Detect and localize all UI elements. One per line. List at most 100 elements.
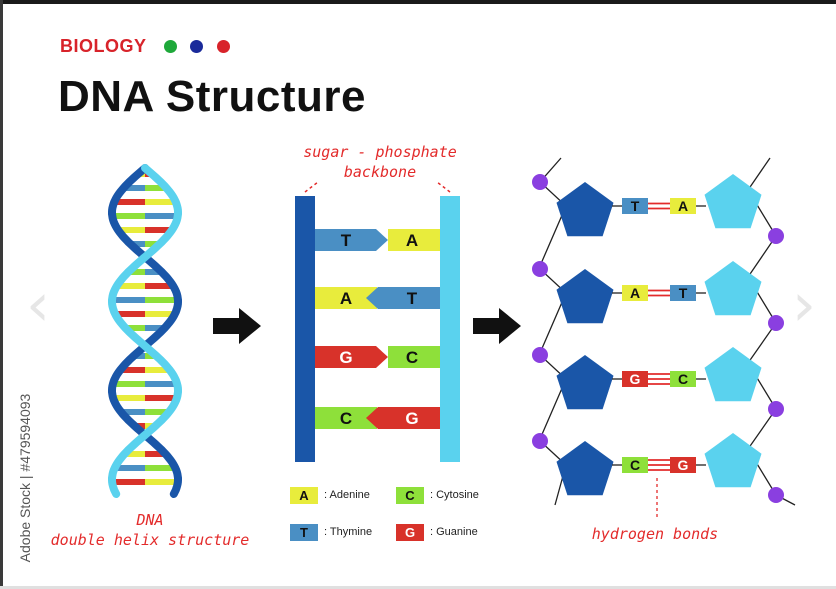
helix-strand-dark xyxy=(108,164,182,498)
phosphate-right xyxy=(768,487,784,503)
hydrogen-bonds-caption: hydrogen bonds xyxy=(591,525,719,543)
base-left xyxy=(315,407,377,429)
helix-rung-left xyxy=(124,451,145,457)
helix-rung-left xyxy=(130,241,145,247)
deoxyribose-dark xyxy=(556,269,614,324)
legend-key-adenine: A xyxy=(290,487,318,504)
phosphate-left xyxy=(532,261,548,277)
base-left xyxy=(622,198,648,214)
double-helix xyxy=(108,164,182,498)
base-right-letter: C xyxy=(678,371,688,387)
helix-rung-right xyxy=(145,241,160,247)
phosphate-right xyxy=(768,401,784,417)
helix-rung-right xyxy=(145,451,166,457)
helix-rung-left xyxy=(114,199,145,205)
helix-rung-right xyxy=(145,311,175,317)
right-backbone-line xyxy=(747,157,796,506)
base-left xyxy=(622,371,648,387)
right-arrow-icon xyxy=(473,308,521,344)
arrows xyxy=(213,308,521,344)
blue-dot xyxy=(190,40,203,53)
window-top-border xyxy=(0,0,836,4)
carousel-left-icon[interactable]: ‹ xyxy=(26,270,50,340)
helix-caption: DNA double helix structure xyxy=(50,510,250,550)
helix-rung-left xyxy=(112,213,145,219)
base-left-letter: T xyxy=(631,198,640,214)
helix-rung-right xyxy=(145,465,176,471)
backbone-dark-strand xyxy=(295,196,315,462)
helix-rung-left xyxy=(123,185,145,191)
base-left-letter: A xyxy=(340,289,352,308)
green-dot xyxy=(164,40,177,53)
base-left-letter: T xyxy=(341,231,352,250)
helix-rung-right xyxy=(145,479,178,485)
helix-caption-line1: DNA xyxy=(136,511,164,529)
helix-rung-left xyxy=(116,283,145,289)
deoxyribose-light xyxy=(704,174,762,229)
red-dot xyxy=(217,40,230,53)
base-right xyxy=(670,198,696,214)
base-right-letter: C xyxy=(406,348,418,367)
deoxyribose-dark xyxy=(556,182,614,237)
helix-rung-left xyxy=(113,395,145,401)
legend-label-thymine: : Thymine xyxy=(324,526,373,538)
helix-rung-right xyxy=(145,395,177,401)
helix-rung-left xyxy=(112,297,145,303)
helix-rung-right xyxy=(145,269,162,275)
deoxyribose-light xyxy=(704,261,762,316)
right-arrow-icon xyxy=(213,308,261,344)
helix-rung-left xyxy=(112,381,145,387)
legend-key-guanine: G xyxy=(396,524,424,541)
legend-label-guanine: : Guanine xyxy=(430,526,478,538)
helix-rung-right xyxy=(145,381,178,387)
base-left xyxy=(622,285,648,301)
base-left-letter: G xyxy=(339,348,352,367)
base-right xyxy=(388,229,440,251)
page-title: DNA Structure xyxy=(58,72,367,121)
helix-rung-left xyxy=(115,311,145,317)
helix-rung-left xyxy=(112,479,145,485)
phosphate-left xyxy=(532,347,548,363)
carousel-right-icon[interactable]: › xyxy=(792,270,816,340)
legend-key-cytosine: C xyxy=(396,487,424,504)
window-left-border xyxy=(0,0,3,589)
base-right-letter: T xyxy=(679,285,688,301)
base-right xyxy=(670,285,696,301)
backbone-label-line2: backbone xyxy=(343,163,417,181)
helix-rung-right xyxy=(145,227,172,233)
helix-rung-left xyxy=(128,269,145,275)
helix-rung-left xyxy=(118,227,145,233)
legend-label-adenine: : Adenine xyxy=(324,489,370,501)
backbone-label: sugar - phosphate backbone xyxy=(290,142,470,182)
helix-rung-left xyxy=(120,367,145,373)
helix-rung-left xyxy=(114,465,145,471)
base-left xyxy=(315,287,377,309)
deoxyribose-light xyxy=(704,347,762,402)
window-bottom-border xyxy=(0,586,836,589)
base-left-letter: C xyxy=(340,409,352,428)
helix-rung-right xyxy=(145,185,167,191)
phosphate-left xyxy=(532,174,548,190)
base-left-letter: A xyxy=(630,285,640,301)
base-right-letter: A xyxy=(406,231,418,250)
base-right-letter: G xyxy=(678,457,689,473)
deoxyribose-dark xyxy=(556,441,614,496)
legend-key-thymine: T xyxy=(290,524,318,541)
helix-strand-light xyxy=(108,164,182,498)
helix-rung-right xyxy=(145,283,174,289)
base-right xyxy=(366,287,440,309)
helix-rung-right xyxy=(145,325,165,331)
deoxyribose-dark xyxy=(556,355,614,410)
base-right-letter: T xyxy=(407,289,418,308)
helix-rung-right xyxy=(145,199,176,205)
phosphate-right xyxy=(768,315,784,331)
backbone-pointer-right xyxy=(436,181,451,193)
base-right-letter: A xyxy=(678,198,688,214)
backbone-label-line1: sugar - phosphate xyxy=(303,143,457,161)
deoxyribose-light xyxy=(704,433,762,488)
helix-rung-left xyxy=(121,409,145,415)
helix-caption-line2: double helix structure xyxy=(50,531,250,549)
